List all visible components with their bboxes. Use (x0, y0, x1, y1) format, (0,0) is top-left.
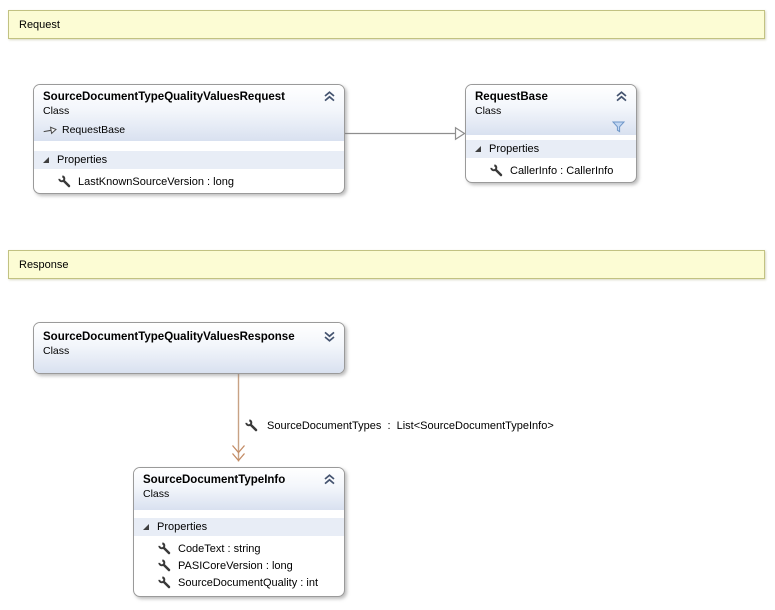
property-text: SourceDocumentQuality : int (178, 576, 319, 589)
response-banner-label: Response (19, 258, 69, 271)
collapse-chevron-icon[interactable] (615, 91, 628, 102)
request-comment-banner[interactable]: Request (8, 10, 765, 39)
class-stereotype: Class (143, 488, 170, 500)
property-row[interactable]: SourceDocumentQuality : int (134, 574, 344, 591)
expander-icon[interactable] (474, 145, 482, 153)
class-box-source-document-type-quality-values-request[interactable]: SourceDocumentTypeQualityValuesRequest C… (33, 84, 345, 194)
properties-section-label: Properties (157, 521, 208, 533)
inheritance-arrow-icon (43, 125, 58, 135)
property-wrench-icon (245, 419, 258, 432)
class-stereotype: Class (43, 105, 70, 117)
association-arrowhead-icon (232, 453, 245, 462)
filter-icon[interactable] (612, 121, 625, 133)
expand-chevron-icon[interactable] (323, 331, 336, 342)
class-title: SourceDocumentTypeQualityValuesRequest (43, 91, 285, 103)
property-wrench-icon (158, 559, 171, 572)
class-title: SourceDocumentTypeQualityValuesResponse (43, 331, 295, 343)
property-wrench-icon (58, 175, 71, 188)
association-label-text: SourceDocumentTypes : List<SourceDocumen… (267, 419, 554, 432)
property-wrench-icon (158, 576, 171, 589)
property-text: LastKnownSourceVersion : long (78, 175, 234, 188)
response-comment-banner[interactable]: Response (8, 250, 765, 279)
class-box-request-base[interactable]: RequestBase Class Properties CallerInfo … (465, 84, 637, 183)
property-wrench-icon (158, 542, 171, 555)
expander-icon[interactable] (142, 523, 150, 531)
base-class-row: RequestBase (43, 124, 336, 136)
class-stereotype: Class (43, 345, 70, 357)
property-row[interactable]: CallerInfo : CallerInfo (466, 162, 636, 179)
properties-section-header[interactable]: Properties (134, 518, 344, 536)
properties-section-label: Properties (489, 143, 540, 155)
class-box-source-document-type-quality-values-response[interactable]: SourceDocumentTypeQualityValuesResponse … (33, 322, 345, 374)
inheritance-arrowhead-icon (454, 126, 466, 141)
property-text: PASICoreVersion : long (178, 559, 293, 572)
expander-icon[interactable] (42, 156, 50, 164)
association-connector[interactable] (232, 374, 245, 462)
class-stereotype: Class (475, 105, 502, 117)
collapse-chevron-icon[interactable] (323, 91, 336, 102)
property-text: CodeText : string (178, 542, 261, 555)
association-arrowhead-icon (232, 445, 245, 454)
property-row[interactable]: LastKnownSourceVersion : long (34, 173, 344, 190)
property-text: CallerInfo : CallerInfo (510, 164, 614, 177)
property-wrench-icon (490, 164, 503, 177)
property-row[interactable]: CodeText : string (134, 540, 344, 557)
association-label[interactable]: SourceDocumentTypes : List<SourceDocumen… (245, 419, 554, 432)
inheritance-connector[interactable] (345, 126, 466, 141)
properties-section-header[interactable]: Properties (466, 140, 636, 158)
collapse-chevron-icon[interactable] (323, 474, 336, 485)
class-title: RequestBase (475, 91, 548, 103)
properties-section-label: Properties (57, 154, 108, 166)
properties-section-header[interactable]: Properties (34, 151, 344, 169)
class-box-source-document-type-info[interactable]: SourceDocumentTypeInfo Class Properties … (133, 467, 345, 597)
base-class-name: RequestBase (62, 124, 126, 136)
class-title: SourceDocumentTypeInfo (143, 474, 286, 486)
property-row[interactable]: PASICoreVersion : long (134, 557, 344, 574)
request-banner-label: Request (19, 18, 60, 31)
